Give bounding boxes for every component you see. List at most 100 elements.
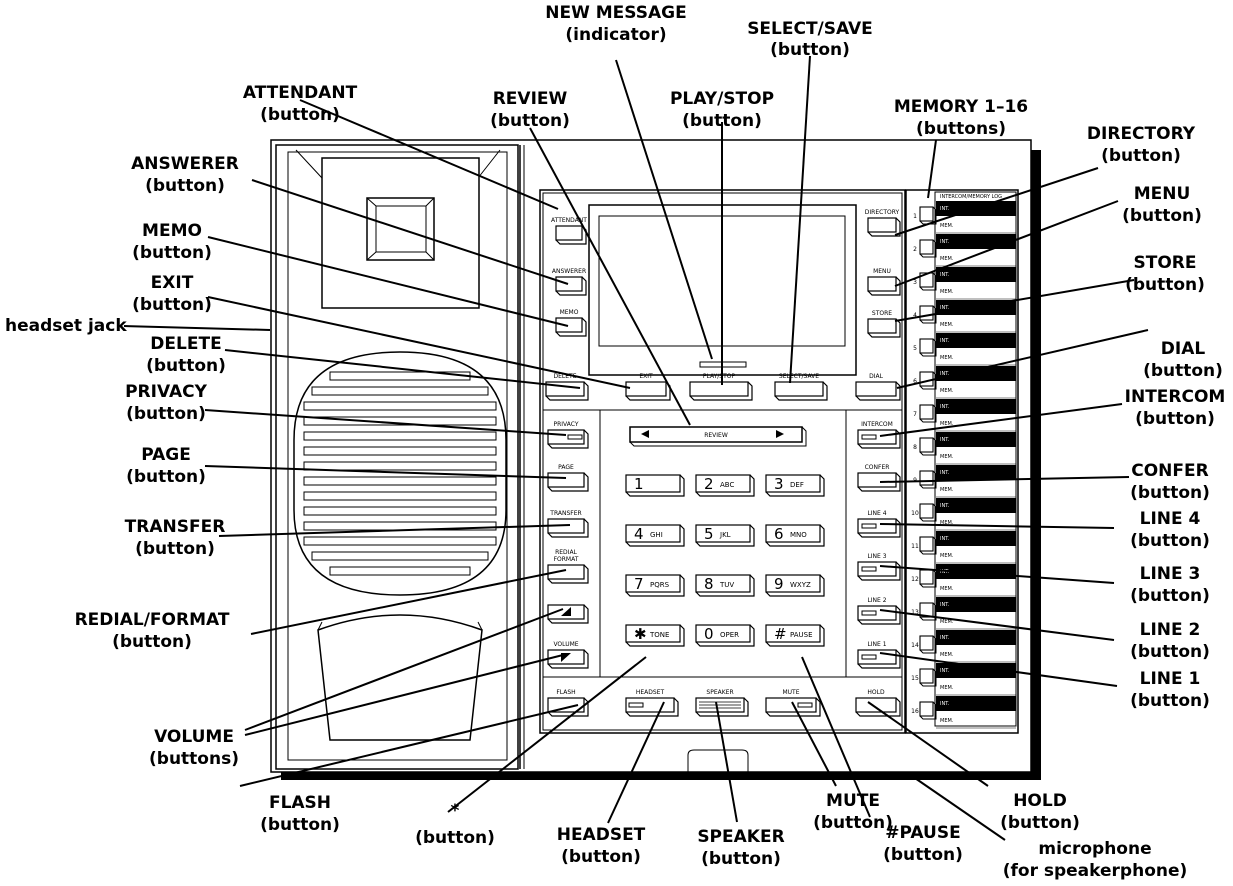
- store-button-label: STORE: [872, 310, 892, 317]
- callout-answerer: ANSWERER(button): [131, 154, 239, 196]
- memory-int-label: INT.: [940, 569, 950, 575]
- memory-number: 12: [911, 576, 919, 583]
- callout-speaker: SPEAKER(button): [697, 827, 784, 869]
- key-digit: ✱: [634, 625, 647, 643]
- memory-int-label: INT.: [940, 338, 950, 344]
- grille-slot: [303, 491, 497, 501]
- memory-int-label: INT.: [940, 602, 950, 608]
- confer-button[interactable]: CONFER: [857, 464, 901, 492]
- memo-button[interactable]: MEMO: [555, 309, 587, 337]
- menu-button[interactable]: MENU: [867, 268, 901, 296]
- callout-attendant: ATTENDANT(button): [243, 83, 358, 125]
- review-button[interactable]: REVIEW: [629, 426, 807, 447]
- led-indicator: [861, 654, 877, 660]
- memory-int-strip: [936, 432, 1016, 447]
- select-save-button[interactable]: SELECT/SAVE: [774, 373, 828, 401]
- memory-int-strip: [936, 465, 1016, 480]
- handset-inner: [287, 151, 508, 761]
- key-letters: PAUSE: [790, 631, 813, 639]
- memory-int-strip: [936, 366, 1016, 381]
- memory-int-strip: [936, 531, 1016, 546]
- attendant-button-label: ATTENDANT: [551, 217, 587, 224]
- volume-down-button[interactable]: VOLUME: [547, 641, 589, 669]
- callout-star: *(button): [415, 801, 495, 848]
- line2-button-label: LINE 2: [867, 597, 886, 604]
- exit-button[interactable]: EXIT: [625, 373, 671, 401]
- memory-number: 8: [913, 444, 917, 451]
- grille-slot: [329, 566, 471, 576]
- memory-mem-label: MEM.: [940, 322, 954, 328]
- dial-button[interactable]: DIAL: [855, 373, 901, 401]
- keypad-key[interactable]: #PAUSE: [765, 624, 825, 647]
- memory-number: 7: [913, 411, 917, 418]
- mute-button[interactable]: MUTE: [765, 689, 821, 717]
- keypad-key[interactable]: ✱TONE: [625, 624, 685, 647]
- callout-memory: MEMORY 1–16(buttons): [894, 97, 1028, 139]
- select-save-button-label: SELECT/SAVE: [779, 373, 819, 380]
- handset-bevel: [295, 149, 501, 179]
- memory-number: 16: [911, 708, 919, 715]
- key-letters: TUV: [719, 581, 734, 589]
- callout-line4: LINE 4(button): [1130, 509, 1210, 551]
- callout-volume: VOLUME(buttons): [149, 727, 239, 769]
- memory-mem-label: MEM.: [940, 685, 954, 691]
- confer-button-label: CONFER: [865, 464, 890, 471]
- memory-int-label: INT.: [940, 701, 950, 707]
- memory-mem-label: MEM.: [940, 289, 954, 295]
- line4-button[interactable]: LINE 4: [857, 510, 901, 538]
- key-digit: 9: [774, 575, 784, 593]
- store-button[interactable]: STORE: [867, 310, 901, 338]
- exit-button-label: EXIT: [639, 373, 653, 380]
- line2-button[interactable]: LINE 2: [857, 597, 901, 625]
- callout-headset-jack: headset jack: [5, 316, 127, 336]
- answerer-button[interactable]: ANSWERER: [552, 268, 587, 296]
- key-digit: 3: [774, 475, 784, 493]
- grille-slot: [311, 386, 489, 396]
- key-digit: 5: [704, 525, 714, 543]
- page-button[interactable]: PAGE: [547, 464, 589, 492]
- memory-int-strip: [936, 498, 1016, 513]
- directory-button-label: DIRECTORY: [865, 209, 900, 216]
- line3-button-label: LINE 3: [867, 553, 886, 560]
- flash-button[interactable]: FLASH: [547, 689, 589, 717]
- memory-number: 6: [913, 378, 917, 385]
- speaker-button[interactable]: SPEAKER: [695, 689, 749, 717]
- volume-up-button[interactable]: [547, 604, 589, 624]
- attendant-button[interactable]: ATTENDANT: [551, 217, 587, 245]
- callout-exit: EXIT(button): [132, 273, 212, 315]
- hold-button[interactable]: HOLD: [855, 689, 901, 717]
- directory-button[interactable]: DIRECTORY: [865, 209, 901, 237]
- keypad-key[interactable]: 1: [625, 474, 685, 497]
- key-digit: 6: [774, 525, 784, 543]
- intercom-button[interactable]: INTERCOM: [857, 421, 901, 449]
- memory-card-title: INTERCOM/MEMORY LOG: [940, 194, 1002, 200]
- review-left-icon: [641, 430, 649, 438]
- memory-rows: 1INT.MEM.2INT.MEM.3INT.MEM.4INT.MEM.5INT…: [911, 201, 1016, 729]
- callout-pause: #PAUSE(button): [883, 823, 963, 865]
- play-stop-button[interactable]: PLAY/STOP: [689, 373, 753, 401]
- key-letters: OPER: [720, 631, 739, 639]
- led-indicator: [861, 523, 877, 529]
